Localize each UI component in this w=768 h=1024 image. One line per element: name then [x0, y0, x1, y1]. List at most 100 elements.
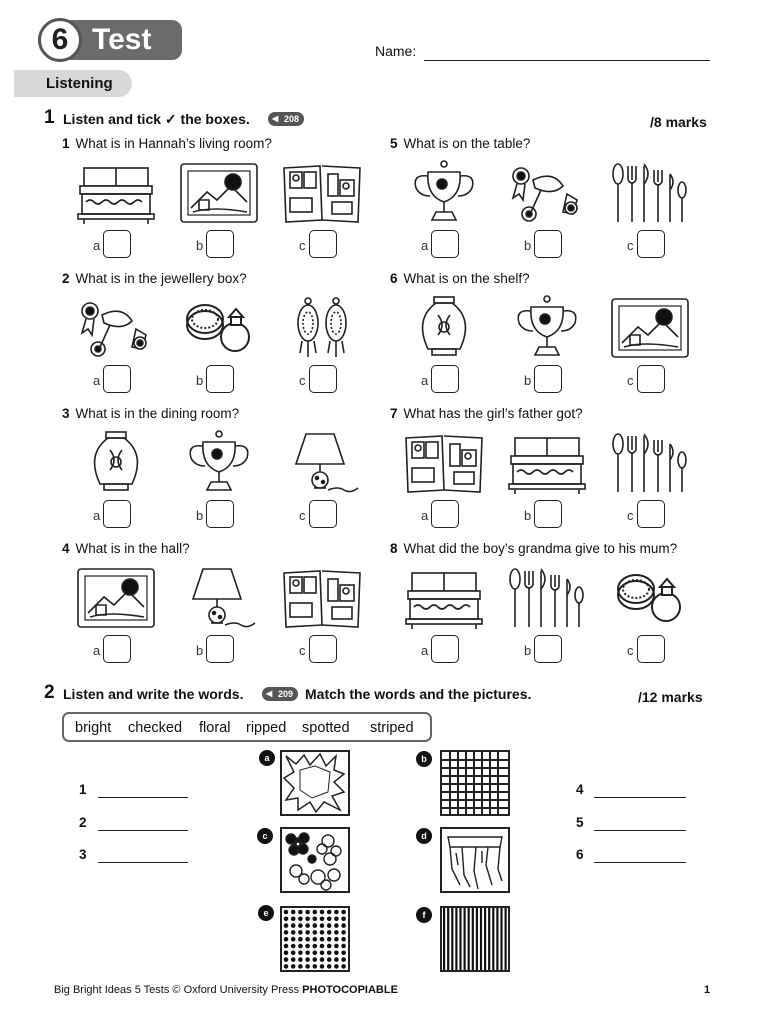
- word-bank: bright checked floral ripped spotted str…: [62, 712, 432, 742]
- pattern-letter: c: [257, 828, 273, 844]
- test-title: Test: [92, 23, 152, 56]
- pattern-letter: b: [416, 751, 432, 767]
- tick-box-q3-c[interactable]: [309, 500, 337, 528]
- word-bank-item: ripped: [246, 720, 287, 736]
- tick-box-q4-c[interactable]: [309, 635, 337, 663]
- exercise-2-instruction-b: Match the words and the pictures.: [305, 686, 532, 702]
- lamp-picture: [177, 565, 261, 631]
- tick-box-q7-b[interactable]: [534, 500, 562, 528]
- option-letter: a: [421, 508, 429, 523]
- option-letter: b: [196, 508, 204, 523]
- tick-box-q4-b[interactable]: [206, 635, 234, 663]
- question-text: 7 What has the girl’s father got?: [390, 406, 583, 421]
- word-bank-item: striped: [370, 720, 414, 736]
- tick-box-q2-b[interactable]: [206, 365, 234, 393]
- tick-box-q3-b[interactable]: [206, 500, 234, 528]
- exercise-1-marks: /8 marks: [650, 114, 707, 130]
- pattern-letter: a: [259, 750, 275, 766]
- answer-number: 2: [79, 815, 87, 830]
- pattern-picture-bright: [280, 750, 350, 816]
- tick-box-q3-a[interactable]: [103, 500, 131, 528]
- option-letter: c: [299, 643, 306, 658]
- answer-line-5[interactable]: [594, 830, 686, 831]
- question-label: What is on the shelf?: [403, 271, 530, 286]
- answer-line-4[interactable]: [594, 797, 686, 798]
- answer-line-2[interactable]: [98, 830, 188, 831]
- tick-box-q7-a[interactable]: [431, 500, 459, 528]
- name-field-line[interactable]: [424, 60, 710, 61]
- exercise-2-instruction-a: Listen and write the words.: [63, 686, 244, 702]
- answer-number: 3: [79, 847, 87, 862]
- vase-picture: [74, 430, 158, 496]
- tick-box-q7-c[interactable]: [637, 500, 665, 528]
- option-letter: a: [421, 238, 429, 253]
- tick-box-q2-a[interactable]: [103, 365, 131, 393]
- photo-album-picture: [280, 565, 364, 631]
- tick-box-q4-a[interactable]: [103, 635, 131, 663]
- tick-box-q8-b[interactable]: [534, 635, 562, 663]
- tick-box-q5-b[interactable]: [534, 230, 562, 258]
- question-number: 1: [62, 136, 70, 151]
- earrings-picture: [280, 295, 364, 361]
- question-label: What did the boy’s grandma give to his m…: [403, 541, 678, 556]
- pattern-letter: d: [416, 828, 432, 844]
- cutlery-picture: [608, 430, 692, 496]
- pattern-picture-ripped: [440, 827, 510, 893]
- painting-picture: [177, 160, 261, 226]
- option-letter: b: [196, 373, 204, 388]
- question-number: 3: [62, 406, 70, 421]
- tick-box-q6-a[interactable]: [431, 365, 459, 393]
- question-label: What is in the hall?: [75, 541, 190, 556]
- answer-line-6[interactable]: [594, 862, 686, 863]
- option-letter: c: [627, 508, 634, 523]
- rings-picture: [177, 295, 261, 361]
- audio-track-badge: 209: [262, 687, 299, 701]
- question-label: What is in the dining room?: [75, 406, 240, 421]
- exercise-2-marks: /12 marks: [638, 689, 703, 705]
- question-number: 2: [62, 271, 70, 286]
- question-number: 8: [390, 541, 398, 556]
- option-letter: a: [421, 643, 429, 658]
- tick-box-q8-a[interactable]: [431, 635, 459, 663]
- tick-box-q5-c[interactable]: [637, 230, 665, 258]
- tick-box-q5-a[interactable]: [431, 230, 459, 258]
- tick-box-q6-c[interactable]: [637, 365, 665, 393]
- option-letter: a: [93, 373, 101, 388]
- vase-picture: [402, 295, 486, 361]
- pattern-letter: e: [258, 905, 274, 921]
- trophy-picture: [402, 160, 486, 226]
- trophy-picture: [177, 430, 261, 496]
- question-number: 4: [62, 541, 70, 556]
- tick-box-q1-b[interactable]: [206, 230, 234, 258]
- option-letter: c: [627, 238, 634, 253]
- pattern-letter: f: [416, 907, 432, 923]
- photo-album-picture: [280, 160, 364, 226]
- tick-box-q1-c[interactable]: [309, 230, 337, 258]
- option-letter: b: [524, 238, 532, 253]
- answer-line-1[interactable]: [98, 797, 188, 798]
- answer-number: 4: [576, 782, 584, 797]
- question-label: What has the girl’s father got?: [403, 406, 583, 421]
- option-letter: b: [196, 238, 204, 253]
- option-letter: b: [196, 643, 204, 658]
- question-text: 3 What is in the dining room?: [62, 406, 239, 421]
- question-number: 6: [390, 271, 398, 286]
- chest-picture: [505, 430, 589, 496]
- tick-box-q1-a[interactable]: [103, 230, 131, 258]
- rings-picture: [608, 565, 692, 631]
- option-letter: c: [627, 373, 634, 388]
- name-label: Name:: [375, 43, 417, 59]
- tick-box-q8-c[interactable]: [637, 635, 665, 663]
- word-bank-item: spotted: [302, 720, 350, 736]
- option-letter: a: [93, 238, 101, 253]
- question-number: 7: [390, 406, 398, 421]
- answer-line-3[interactable]: [98, 862, 188, 863]
- painting-picture: [74, 565, 158, 631]
- tick-box-q6-b[interactable]: [534, 365, 562, 393]
- tick-box-q2-c[interactable]: [309, 365, 337, 393]
- exercise-1-instruction: Listen and tick ✓ the boxes.: [63, 111, 250, 127]
- pattern-picture-spotted: [280, 906, 350, 972]
